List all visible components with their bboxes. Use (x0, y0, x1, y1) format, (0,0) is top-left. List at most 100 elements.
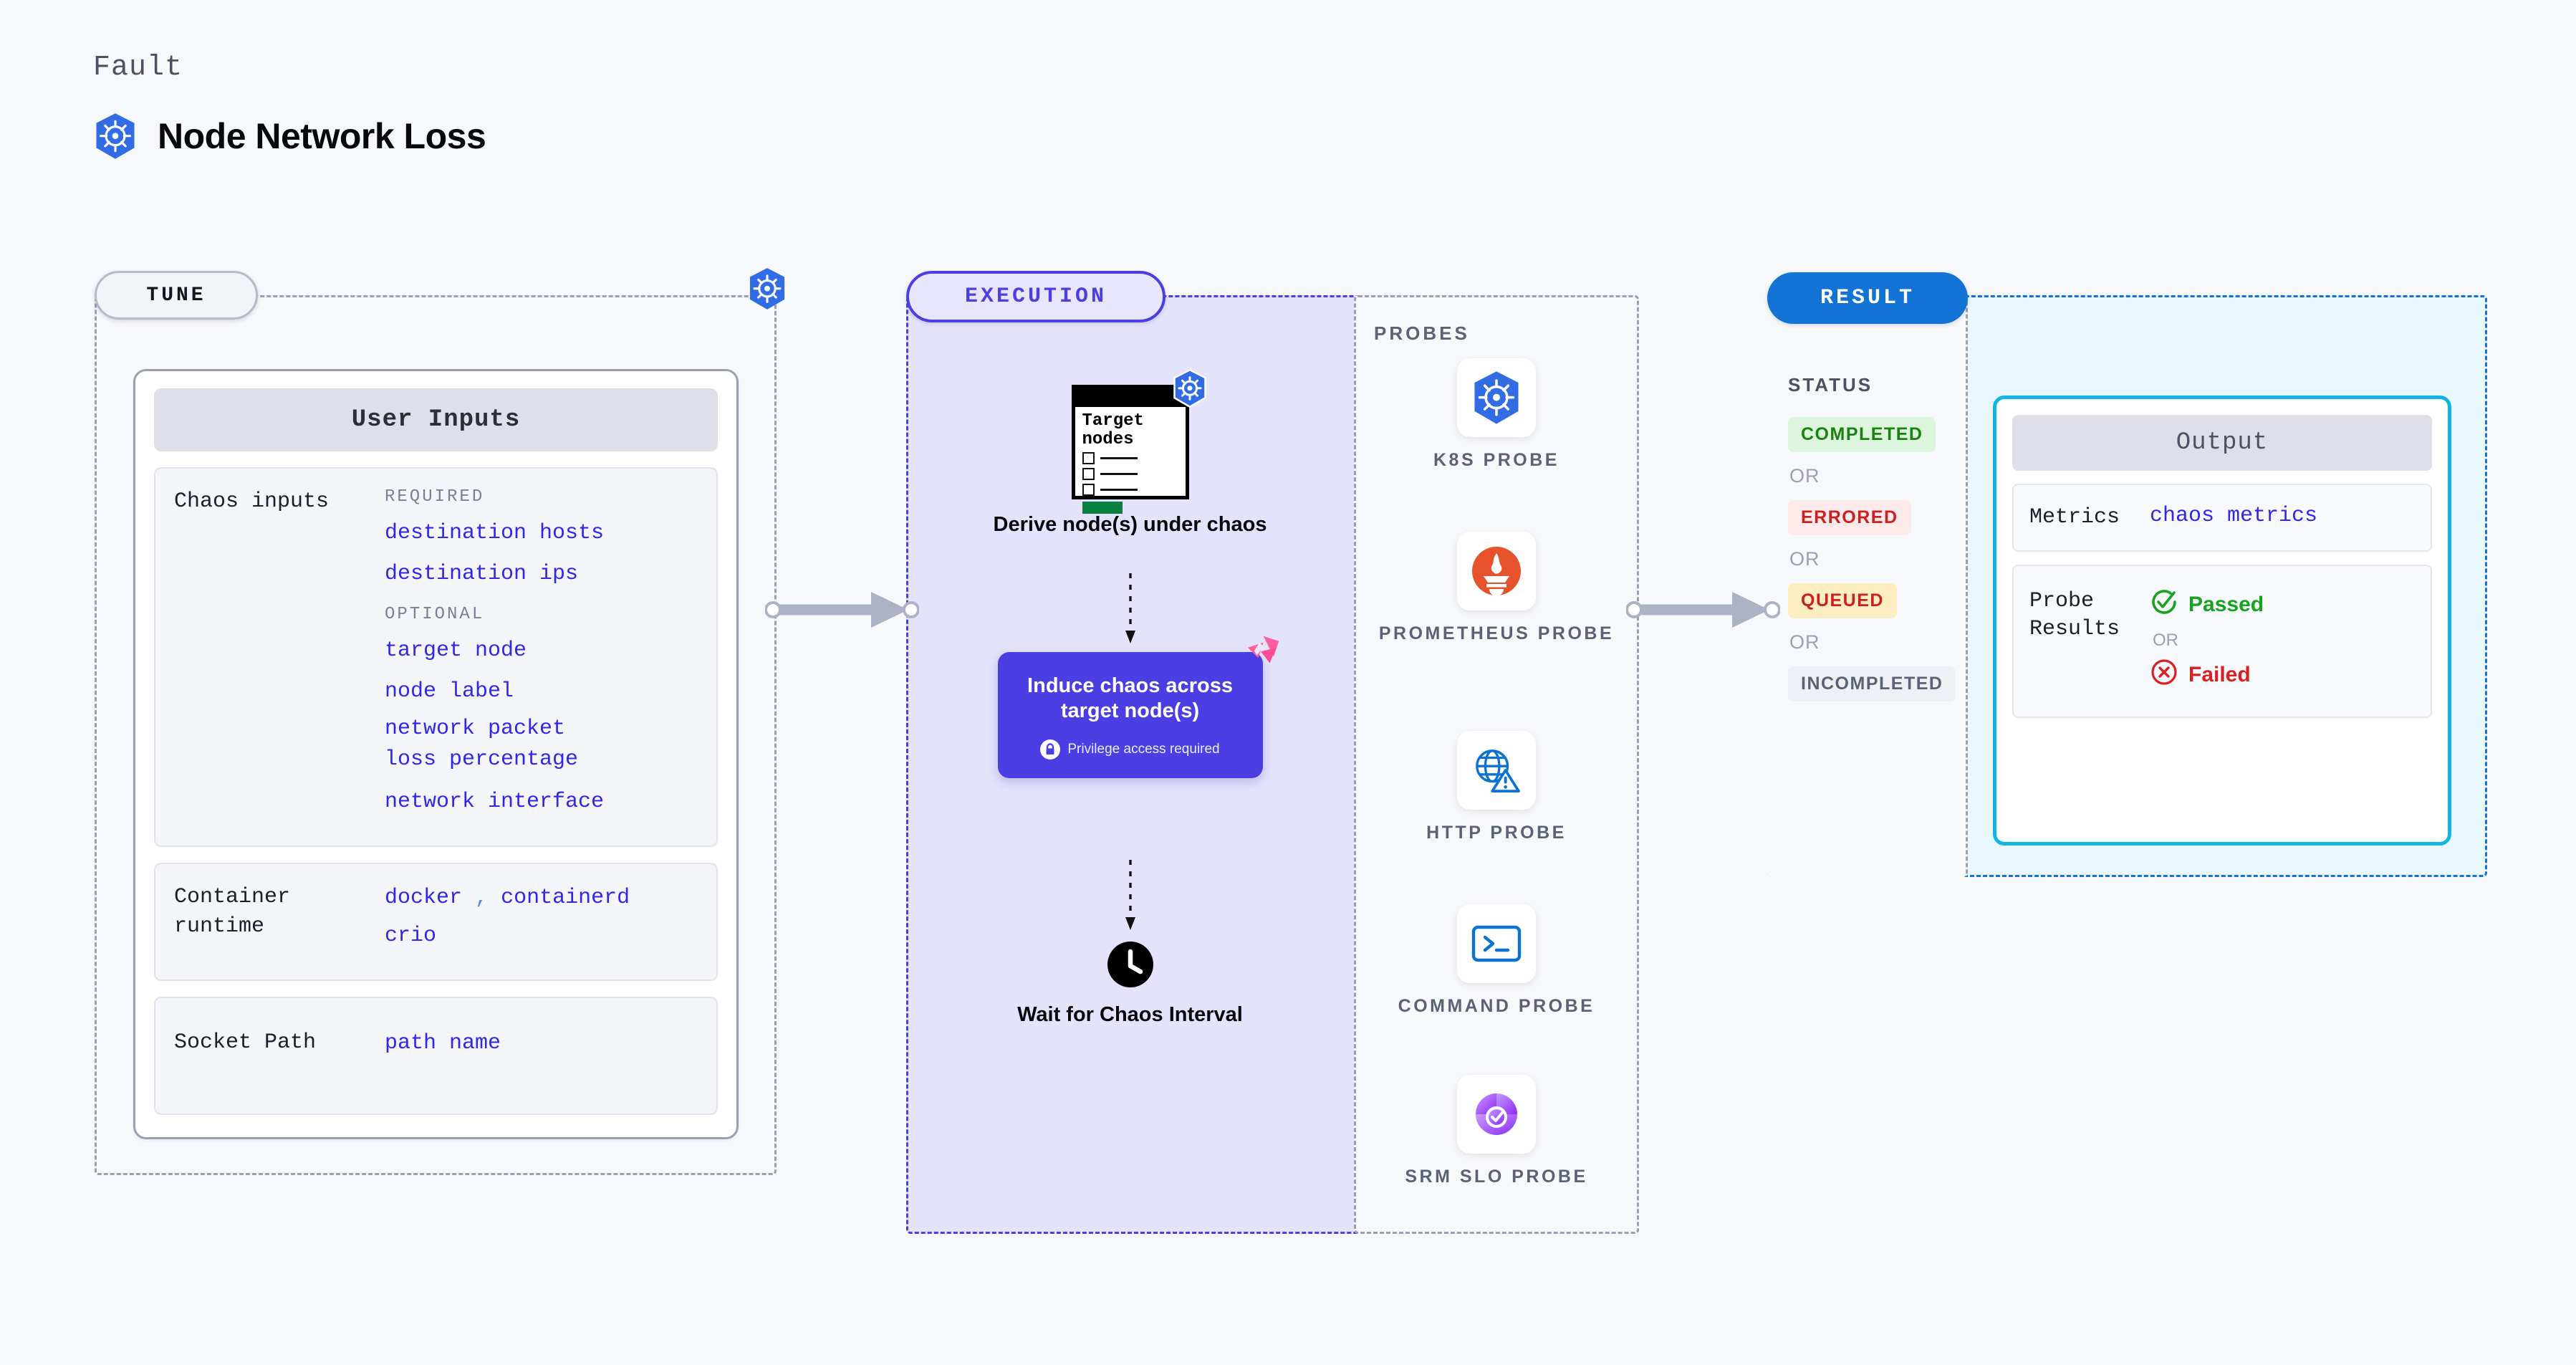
privilege-note: Privilege access required (1014, 739, 1247, 760)
stage-pill-execution[interactable]: EXECUTION (906, 271, 1166, 322)
harness-logo-icon (1241, 633, 1280, 676)
checkbox-icon (1082, 468, 1095, 481)
probe-result-passed: Passed (2150, 588, 2264, 622)
connector-execution-to-result (1625, 588, 1781, 636)
kubernetes-icon (93, 112, 138, 160)
flow-step-induce-chaos[interactable]: Induce chaos across target node(s) Privi… (906, 636, 1354, 778)
document-titlebar (1075, 388, 1186, 407)
probe-results-label: Probe Results (2029, 589, 2120, 641)
target-nodes-document: Target nodes (1071, 385, 1189, 514)
text-line (1100, 457, 1138, 460)
socket-path-section: Socket Path path name (154, 997, 718, 1115)
document-checklist-row (1075, 452, 1186, 465)
flow-arrow-down (1123, 860, 1138, 937)
flow-step-derive-nodes: Target nodes (906, 368, 1354, 537)
probe-label: HTTP PROBE (1426, 823, 1567, 843)
page-header: Fault Node Network Loss (93, 52, 486, 160)
value-separator: , (475, 886, 489, 911)
kubernetes-icon (1172, 368, 1208, 411)
execution-flow: Target nodes (906, 295, 1354, 1234)
or-divider: OR (2153, 631, 2178, 650)
document-checklist-row (1075, 468, 1186, 481)
value-crio[interactable]: crio (385, 923, 437, 948)
text-line (1100, 473, 1138, 476)
status-list: COMPLETED OR ERRORED OR QUEUED OR INCOMP… (1788, 417, 1960, 701)
or-divider: OR (1789, 631, 1820, 653)
socket-path-label: Socket Path (174, 1030, 317, 1055)
checkbox-icon (1082, 484, 1095, 497)
user-inputs-title: User Inputs (154, 388, 718, 451)
probe-http[interactable]: HTTP PROBE (1354, 731, 1639, 846)
status-badge-queued: QUEUED (1788, 583, 1897, 618)
prometheus-icon (1457, 532, 1536, 610)
probe-label: COMMAND PROBE (1398, 996, 1595, 1016)
value-path-name[interactable]: path name (385, 1031, 501, 1056)
flow-step-wait-interval: Wait for Chaos Interval (906, 940, 1354, 1028)
status-bar-green (1082, 502, 1123, 514)
input-target-node[interactable]: target node (385, 638, 527, 664)
connector-tune-to-execution (764, 588, 920, 636)
clock-icon (1106, 942, 1155, 992)
value-containerd[interactable]: containerd (501, 886, 630, 911)
terminal-icon (1457, 904, 1536, 983)
kubernetes-icon (747, 267, 787, 314)
probe-label: K8S PROBE (1433, 450, 1559, 470)
derive-nodes-caption: Derive node(s) under chaos (993, 513, 1267, 537)
lock-icon (1040, 739, 1061, 760)
induce-chaos-title: Induce chaos across target node(s) (1027, 674, 1233, 722)
probe-k8s[interactable]: K8S PROBE (1354, 358, 1639, 473)
checkbox-icon (1082, 452, 1095, 465)
stage-pill-tune[interactable]: TUNE (95, 271, 258, 320)
chaos-inputs-label: Chaos inputs (174, 489, 330, 514)
fault-eyebrow: Fault (93, 52, 183, 84)
flow-arrow-down (1123, 573, 1138, 650)
output-title: Output (2012, 415, 2432, 471)
output-metrics-row: Metrics chaos metrics (2012, 484, 2432, 552)
page-title: Node Network Loss (158, 116, 486, 156)
wait-interval-caption: Wait for Chaos Interval (1017, 1003, 1243, 1026)
title-row: Node Network Loss (93, 112, 486, 160)
tune-stage-container (95, 295, 777, 1175)
container-runtime-section: Container runtime docker , containerd cr… (154, 863, 718, 982)
status-title: STATUS (1788, 374, 1873, 396)
probe-result-failed: Failed (2150, 658, 2264, 692)
probe-label: PROMETHEUS PROBE (1378, 623, 1615, 643)
probes-title: PROBES (1374, 322, 1470, 344)
status-badge-completed: COMPLETED (1788, 417, 1936, 452)
input-node-label[interactable]: node label (385, 679, 514, 704)
chaos-inputs-section: Chaos inputs REQUIRED destination hosts … (154, 467, 718, 848)
status-badge-incompleted: INCOMPLETED (1788, 666, 1956, 701)
document-title: Target nodes (1082, 411, 1144, 449)
input-destination-ips[interactable]: destination ips (385, 561, 579, 586)
probe-label: SRM SLO PROBE (1405, 1167, 1588, 1187)
container-runtime-values-line1: docker , containerd (385, 883, 716, 914)
input-network-packet-loss-percentage[interactable]: network packet loss percentage (385, 717, 579, 772)
input-network-interface[interactable]: network interface (385, 789, 605, 814)
passed-label: Passed (2188, 593, 2264, 616)
output-probe-results-row: Probe Results Passed OR (2012, 565, 2432, 718)
probe-prometheus[interactable]: PROMETHEUS PROBE (1354, 532, 1639, 646)
status-badge-errored: ERRORED (1788, 500, 1911, 535)
metrics-label: Metrics (2029, 505, 2120, 530)
probe-srm-slo[interactable]: SRM SLO PROBE (1354, 1075, 1639, 1189)
container-runtime-label: Container runtime (174, 885, 291, 939)
or-divider: OR (1789, 548, 1820, 570)
input-destination-hosts[interactable]: destination hosts (385, 521, 605, 545)
required-group-title: REQUIRED (385, 487, 485, 507)
http-globe-warning-icon (1457, 731, 1536, 810)
failed-label: Failed (2188, 663, 2251, 686)
document-checklist-row (1075, 484, 1186, 497)
text-line (1100, 489, 1138, 492)
privilege-note-text: Privilege access required (1067, 741, 1220, 757)
probe-command[interactable]: COMMAND PROBE (1354, 904, 1639, 1019)
optional-group-title: OPTIONAL (385, 605, 485, 625)
or-divider: OR (1789, 465, 1820, 487)
x-circle-icon (2150, 658, 2178, 692)
value-docker[interactable]: docker (385, 886, 463, 911)
srm-slo-icon (1457, 1075, 1536, 1154)
metrics-value[interactable]: chaos metrics (2150, 504, 2318, 528)
check-circle-icon (2150, 588, 2178, 622)
output-card: Output Metrics chaos metrics Probe Resul… (1993, 396, 2451, 846)
stage-pill-result[interactable]: RESULT (1767, 272, 1968, 324)
user-inputs-card: User Inputs Chaos inputs REQUIRED destin… (133, 369, 739, 1139)
